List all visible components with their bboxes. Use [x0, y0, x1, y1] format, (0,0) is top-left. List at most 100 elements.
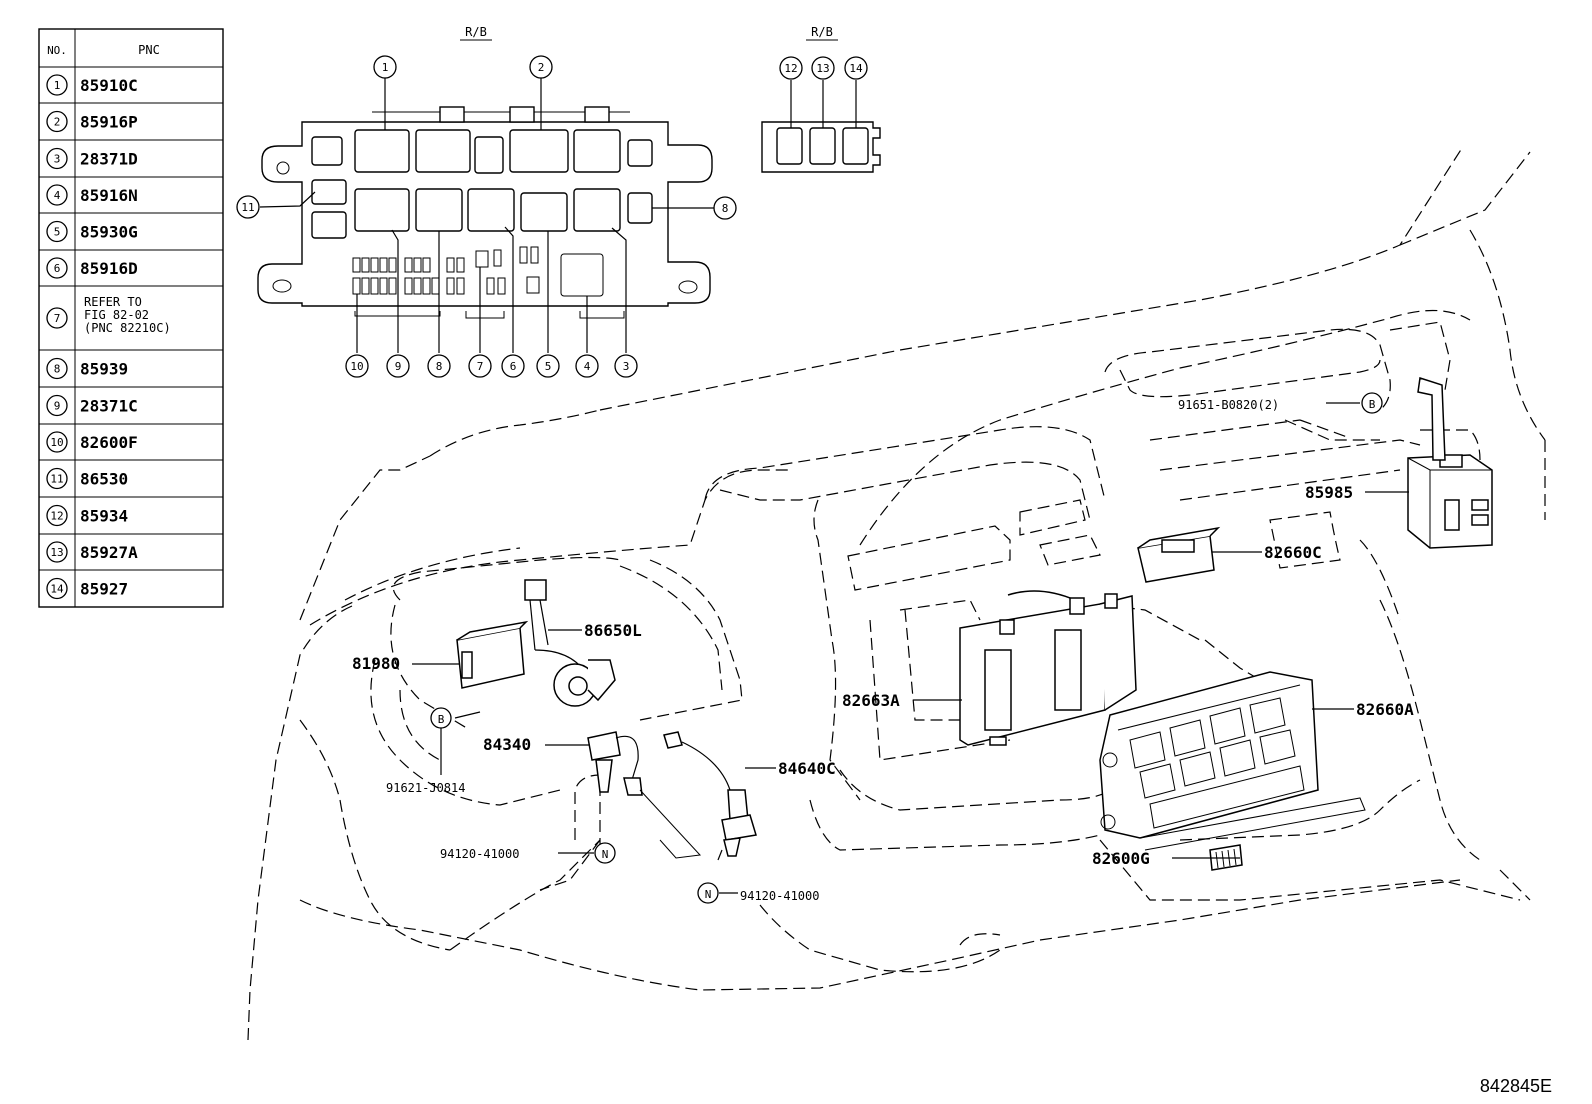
- relay-block-detail-left: R/B: [257, 25, 714, 353]
- rb-left-header: R/B: [465, 25, 487, 39]
- table-row-number: 6: [54, 262, 61, 275]
- callout-circle: [536, 354, 560, 378]
- table-row-pnc-line: FIG 82-02: [84, 308, 149, 322]
- table-row-number: 11: [50, 473, 63, 486]
- table-row-pnc: 85916D: [80, 259, 138, 278]
- callout-number: 8: [436, 360, 443, 373]
- table-header-no: NO.: [47, 44, 67, 57]
- table-header-pnc: PNC: [138, 43, 160, 57]
- callout-circle: [345, 354, 369, 378]
- table-row-number: 14: [50, 583, 64, 596]
- table-row-number-circle: [46, 74, 68, 96]
- callout-circle: [529, 55, 553, 79]
- rb-right-header: R/B: [811, 25, 833, 39]
- callout-number: 11: [241, 201, 254, 214]
- callout-number: 14: [849, 62, 863, 75]
- table-row-number-circle: [46, 357, 68, 380]
- markers: B B N N: [430, 392, 1383, 904]
- label-82660A: 82660A: [1356, 700, 1414, 719]
- table-row-number-circle: [46, 467, 68, 490]
- table-row-number: 3: [54, 153, 61, 166]
- callout-number: 3: [623, 360, 630, 373]
- label-85985: 85985: [1305, 483, 1353, 502]
- callout-circle: [614, 354, 638, 378]
- callout-number: 8: [722, 202, 729, 215]
- callout-circle: [468, 354, 492, 378]
- table-row-number-circle: [46, 504, 68, 527]
- callout-number: 10: [350, 360, 363, 373]
- label-82663A: 82663A: [842, 691, 900, 710]
- callout-number: 2: [538, 61, 545, 74]
- table-row-number: 12: [50, 510, 63, 523]
- table-row-number-circle: [46, 110, 68, 133]
- dashboard-outline: [247, 147, 1546, 1041]
- table-row-pnc: 82600F: [80, 433, 138, 452]
- table-row-pnc: 85916P: [80, 113, 138, 132]
- table-row-number-circle: [46, 307, 68, 329]
- callout-number: 6: [510, 360, 517, 373]
- callout-circle: [427, 354, 451, 378]
- callout-number: 1: [382, 61, 389, 74]
- marker-n-left: [594, 842, 616, 864]
- table-row-pnc: 85927A: [80, 543, 138, 562]
- table-row-pnc: 85927: [80, 580, 128, 599]
- label-91651-B0820: 91651-B0820(2): [1178, 398, 1279, 412]
- callout-number: 5: [545, 360, 552, 373]
- table-row-number: 8: [54, 363, 61, 376]
- callout-circle: [236, 195, 260, 219]
- table-row-number-circle: [46, 577, 68, 600]
- table-row-number-circle: [46, 147, 68, 170]
- callout-circle: [713, 196, 737, 220]
- table-row-pnc: 85934: [80, 507, 128, 526]
- label-84640C: 84640C: [778, 759, 836, 778]
- marker-n-right-text: N: [705, 888, 712, 901]
- callout-circle: [844, 56, 868, 80]
- label-94120-41000-left: 94120-41000: [440, 847, 519, 861]
- label-91621-J0814: 91621-J0814: [386, 781, 465, 795]
- table-row-pnc: 28371C: [80, 397, 138, 416]
- part-leaders: [412, 402, 1409, 894]
- marker-b-right: [1361, 392, 1383, 414]
- callout-circle: [501, 354, 525, 378]
- marker-b-right-text: B: [1369, 398, 1376, 411]
- table-row-number-circle: [46, 220, 68, 243]
- table-row-pnc-line: (PNC 82210C): [84, 321, 171, 335]
- table-row-number-circle: [46, 541, 68, 563]
- label-81980: 81980: [352, 654, 400, 673]
- label-82660C: 82660C: [1264, 543, 1322, 562]
- pnc-table: NO. PNC: [38, 28, 224, 608]
- figure-id: 842845E: [1480, 1076, 1552, 1096]
- part-labels: 86650L 81980 84340 91621-J0814 84640C 94…: [352, 398, 1414, 903]
- table-row-pnc-line: REFER TO: [84, 295, 142, 309]
- table-row-number: 13: [50, 546, 63, 559]
- table-row-number: 1: [54, 79, 61, 92]
- callout-number: 9: [395, 360, 402, 373]
- label-82600G: 82600G: [1092, 849, 1150, 868]
- marker-b-left: [430, 707, 452, 729]
- callout-circle: [779, 56, 803, 80]
- table-row-number-circle: [46, 431, 68, 453]
- table-row-number-circle: [46, 394, 68, 417]
- table-row-number: 10: [50, 436, 63, 449]
- callout-number: 13: [816, 62, 829, 75]
- table-row-number: 5: [54, 226, 61, 239]
- table-row-pnc: 86530: [80, 470, 128, 489]
- callout-circle: [386, 354, 410, 378]
- table-row-pnc: 85930G: [80, 223, 138, 242]
- table-row-pnc: 85916N: [80, 186, 138, 205]
- table-row-number-circle: [46, 257, 68, 279]
- marker-b-left-text: B: [438, 713, 445, 726]
- callout-circle: [373, 55, 397, 79]
- relay-block-detail-right: R/B: [761, 25, 881, 173]
- label-84340: 84340: [483, 735, 531, 754]
- table-row-number-circle: [46, 184, 68, 206]
- callout-number: 4: [584, 360, 591, 373]
- table-row-pnc: 28371D: [80, 150, 138, 169]
- table-row-number: 9: [54, 400, 61, 413]
- callout-circle: [811, 56, 835, 80]
- parts-artwork: [456, 377, 1493, 871]
